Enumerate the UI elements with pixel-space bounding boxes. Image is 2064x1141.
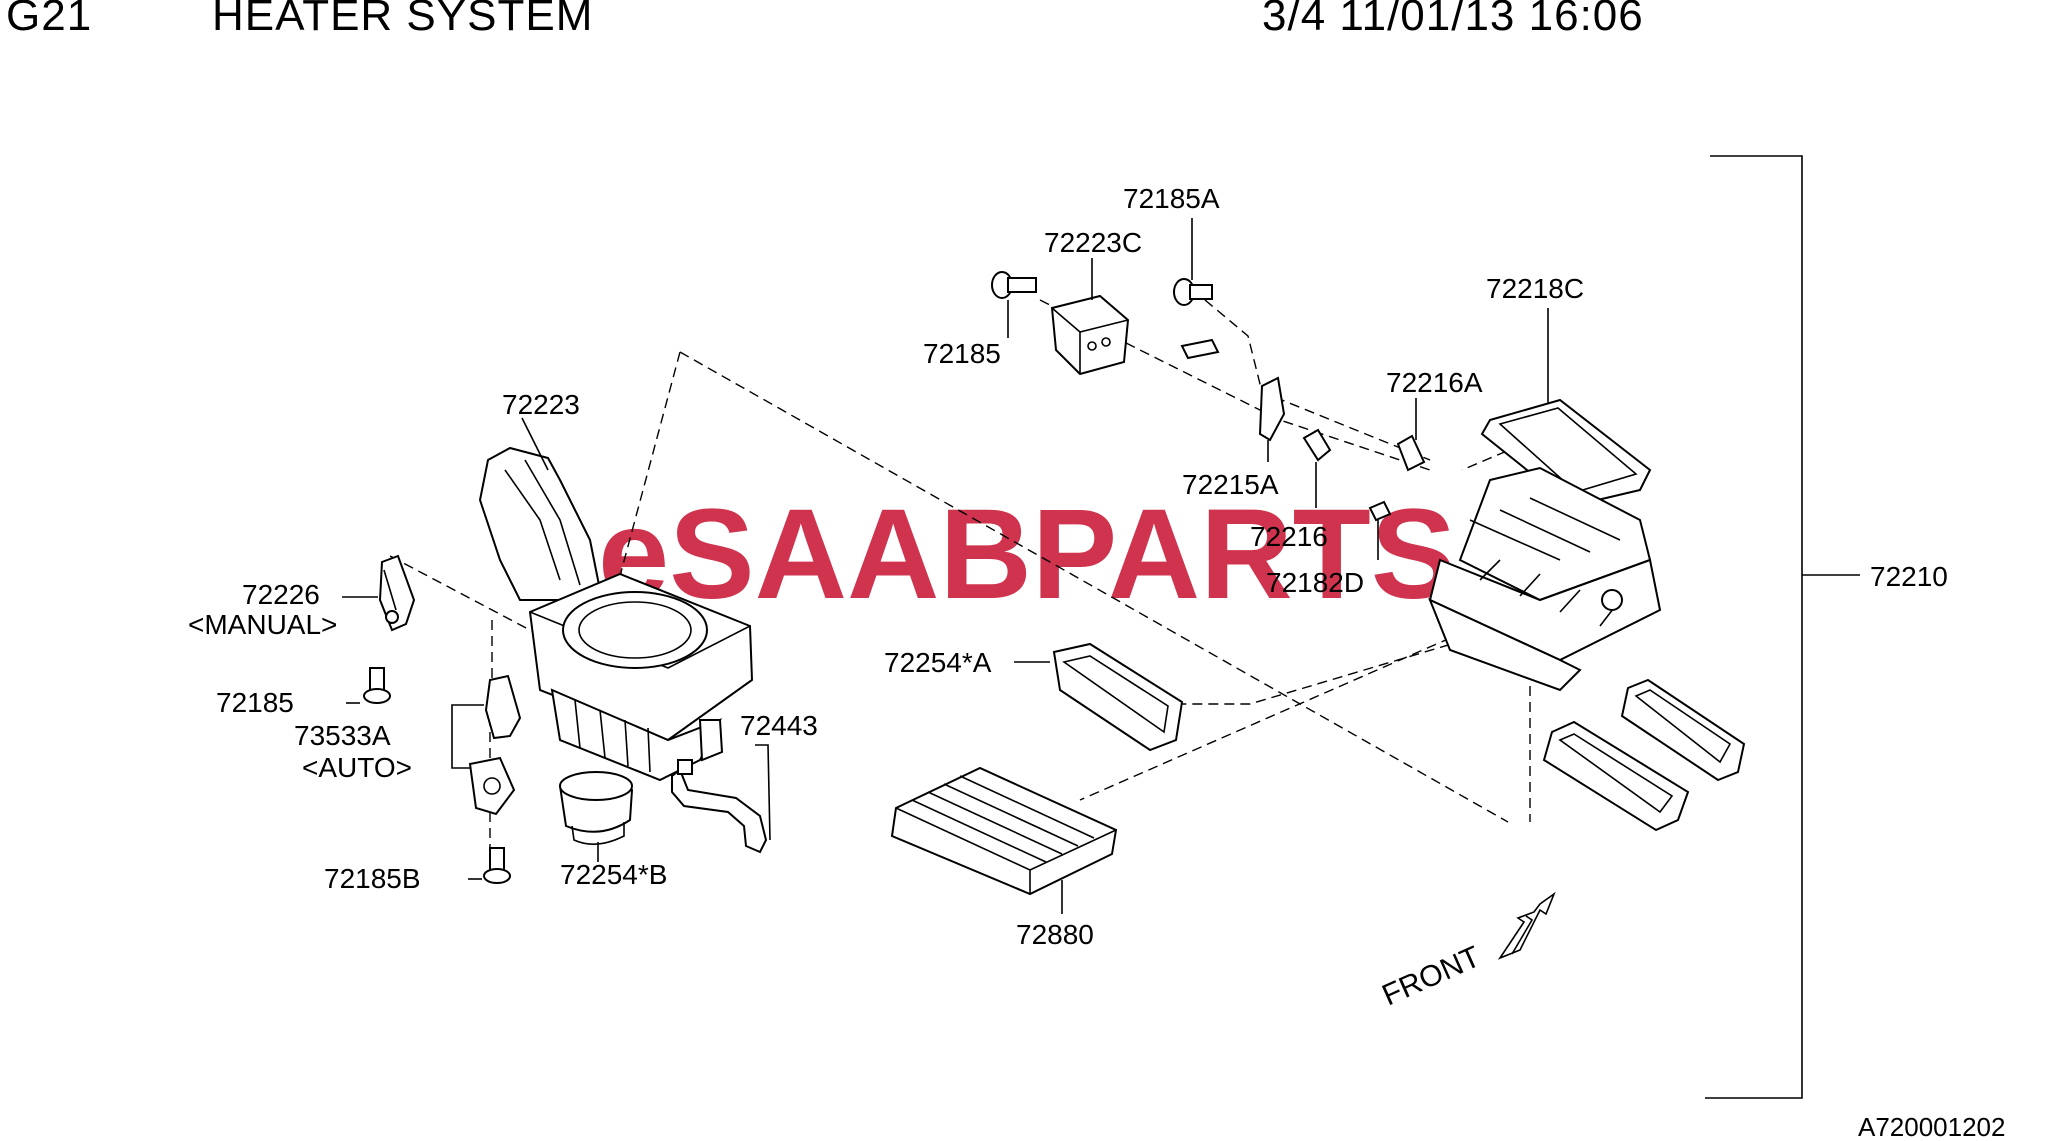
heater-unit-72210: [1428, 466, 1662, 692]
leader-72223: [521, 417, 549, 471]
label-72185B: 72185B: [324, 863, 421, 894]
dash-line-72226: [389, 555, 546, 639]
label-73533A: 73533A: [294, 720, 391, 751]
dash-line-blower: [619, 351, 681, 577]
diagram-title: HEATER SYSTEM: [212, 0, 594, 40]
leader-72443: [755, 744, 771, 841]
label-72223: 72223: [502, 389, 580, 420]
watermark-parts: PARTS: [1032, 483, 1456, 626]
link-72216: [1302, 428, 1332, 462]
actuator-72223C: [1050, 294, 1130, 376]
page-date: 3/4 11/01/13 16:06: [1262, 0, 1644, 40]
duct-outlet-upper: [1620, 678, 1746, 782]
label-72216A: 72216A: [1386, 367, 1483, 398]
label-72218C: 72218C: [1486, 273, 1584, 304]
front-label: FRONT: [1377, 940, 1485, 1012]
diagram-id: A720001202: [1858, 1112, 2005, 1141]
group-code: G21: [6, 0, 93, 40]
clip-72182D: [1368, 500, 1392, 522]
label-auto: <AUTO>: [302, 752, 412, 783]
label-72182D: 72182D: [1266, 567, 1364, 598]
link-72216A: [1396, 434, 1426, 472]
leader-73533A: [451, 704, 484, 769]
blower-motor-72254B: [558, 771, 634, 845]
seal-72218C: [1480, 398, 1652, 508]
filter-holder-72254A: [1052, 642, 1184, 752]
blower-housing: [478, 446, 754, 782]
screw-72185B: [483, 847, 511, 884]
label-72254A: 72254*A: [884, 647, 992, 678]
label-72880: 72880: [1016, 919, 1094, 950]
label-72210: 72210: [1870, 561, 1948, 592]
label-72443: 72443: [740, 710, 818, 741]
label-72226: 72226: [242, 579, 320, 610]
front-arrow-icon: [1497, 891, 1556, 960]
duct-outlet-lower: [1542, 720, 1690, 832]
label-72216: 72216: [1250, 521, 1328, 552]
resistor-73533A: [468, 674, 522, 816]
label-manual: <MANUAL>: [188, 609, 337, 640]
label-72223C: 72223C: [1044, 227, 1142, 258]
screw-72185A: [1173, 278, 1213, 306]
label-72185-left: 72185: [216, 687, 294, 718]
dash-line-72185A: [1204, 299, 1431, 461]
screw-72185-left: [363, 667, 391, 704]
actuator-72226: [378, 554, 416, 632]
dash-line-72254A: [1170, 639, 1466, 705]
watermark: eSAABPARTS: [598, 483, 1456, 626]
lever-72215A: [1180, 338, 1286, 442]
label-72185A: 72185A: [1123, 183, 1220, 214]
cabin-filter-72880: [890, 766, 1118, 896]
aspirator-hose-72443: [671, 759, 768, 854]
label-72185-top: 72185: [923, 338, 1001, 369]
dash-line-72880: [1079, 624, 1481, 801]
dash-line-main: [679, 351, 1509, 823]
assembly-bracket: [1705, 155, 1803, 1099]
label-72215A: 72215A: [1182, 469, 1279, 500]
label-72254B: 72254*B: [560, 859, 667, 890]
screw-72185-top: [991, 271, 1037, 299]
